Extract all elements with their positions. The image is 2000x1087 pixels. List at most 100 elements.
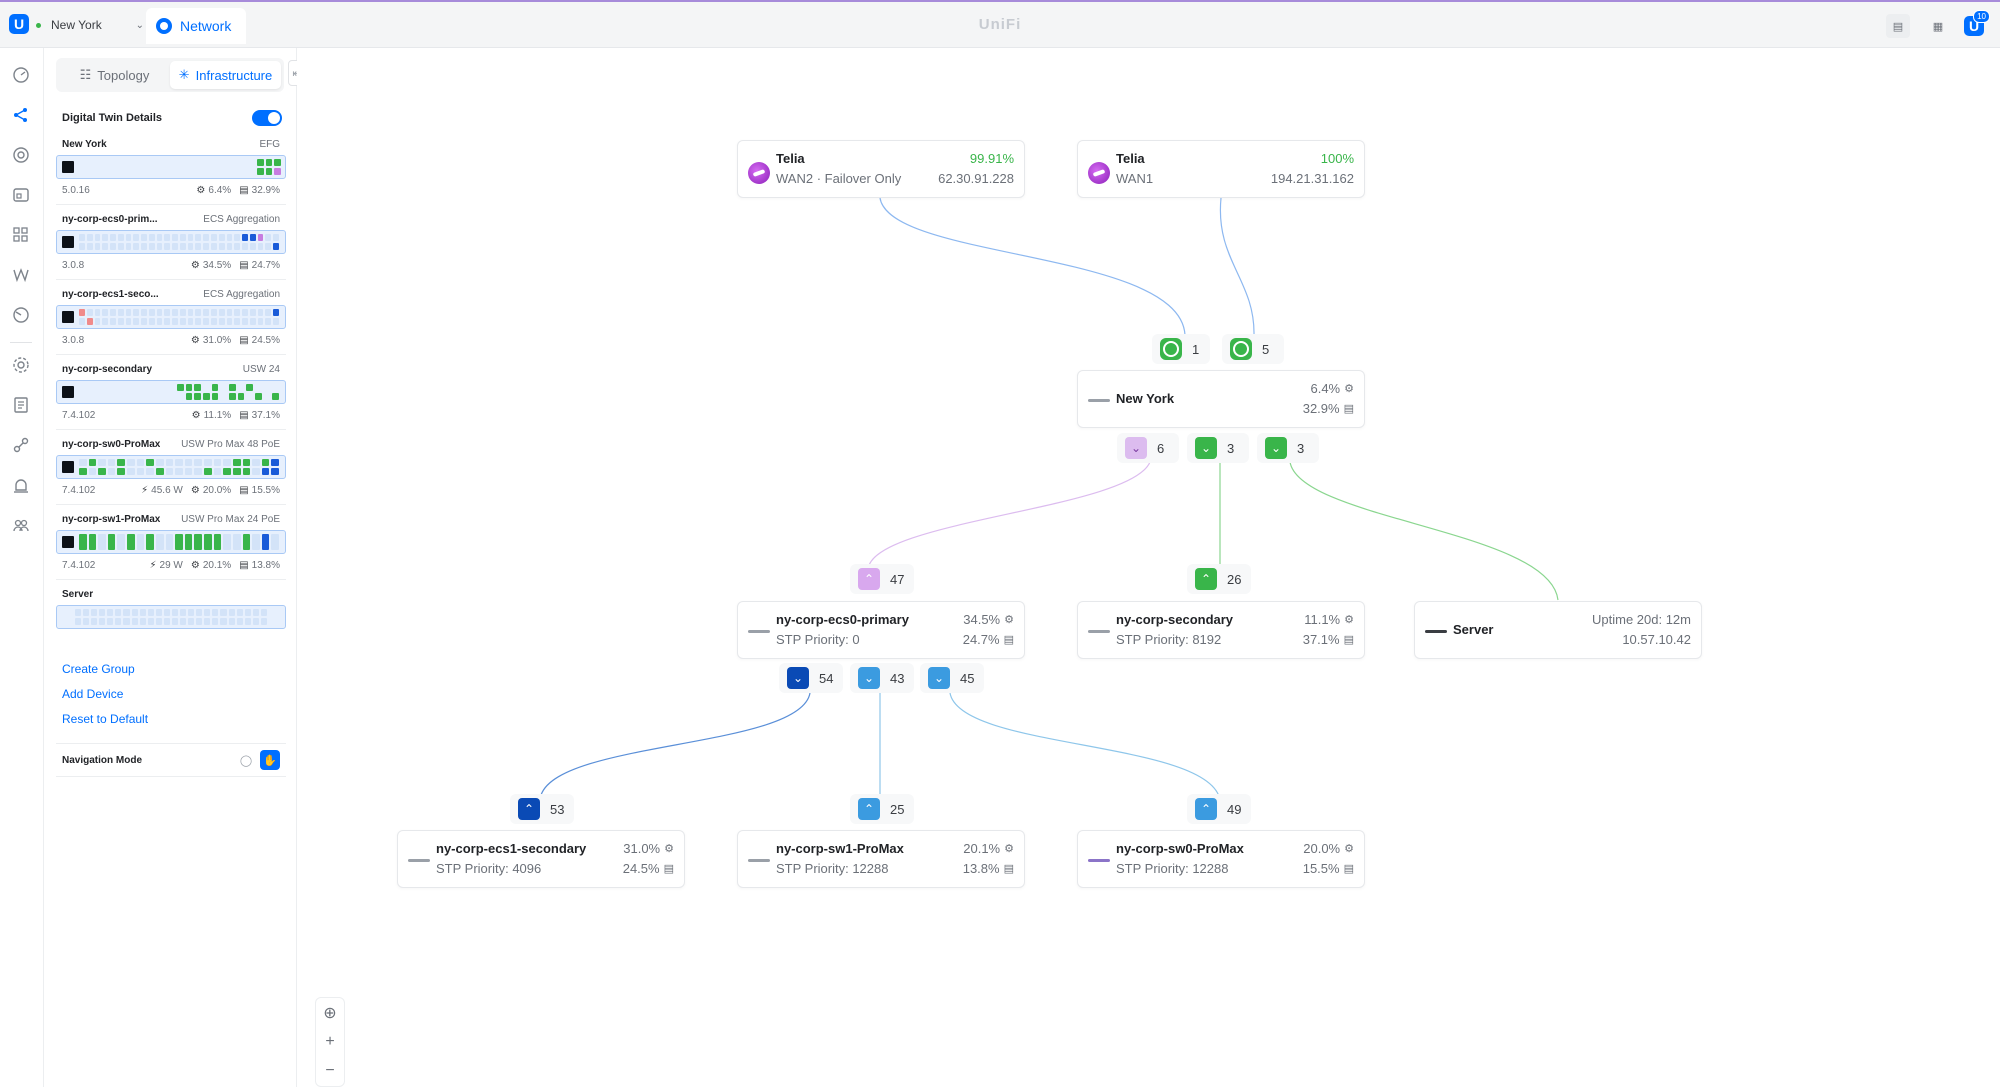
chevron-down-icon: ⌄ bbox=[858, 667, 880, 689]
port-grid bbox=[257, 159, 281, 175]
zoom-out-icon[interactable]: − bbox=[325, 1062, 335, 1079]
ecs0-port-45[interactable]: ⌄45 bbox=[928, 663, 974, 693]
device-mem: 24.7% bbox=[962, 632, 1000, 647]
logs-icon[interactable] bbox=[10, 394, 32, 416]
gateway-port-green-a[interactable]: ⌄3 bbox=[1195, 433, 1234, 463]
grid-apps-icon[interactable] bbox=[10, 224, 32, 246]
ecs1-uplink-port[interactable]: ⌃53 bbox=[518, 794, 564, 824]
device-name: ny-corp-ecs0-primary bbox=[776, 612, 909, 627]
wan-isp-name: Telia bbox=[1116, 151, 1145, 166]
device-name: New York bbox=[62, 138, 107, 150]
device-port-map[interactable] bbox=[56, 530, 286, 554]
device-version: 5.0.16 bbox=[62, 184, 90, 196]
apps-icon[interactable]: ▦ bbox=[1932, 20, 1944, 33]
device-port-map[interactable] bbox=[56, 455, 286, 479]
add-device-link[interactable]: Add Device bbox=[62, 687, 124, 701]
server-card[interactable]: Server Uptime 20d: 12m 10.57.10.42 bbox=[1414, 601, 1702, 659]
power-bolt-icon: ⚡ bbox=[149, 559, 157, 571]
topology-canvas[interactable] bbox=[297, 48, 2000, 1087]
gateway-card[interactable]: New York 6.4%⚙ 32.9%▤ bbox=[1077, 370, 1365, 428]
device-console-port bbox=[62, 461, 74, 473]
sw0-card[interactable]: ny-corp-sw0-ProMax STP Priority: 12288 2… bbox=[1077, 830, 1365, 888]
console-icon[interactable]: ▤ bbox=[1886, 14, 1910, 38]
reset-default-link[interactable]: Reset to Default bbox=[62, 712, 149, 726]
tab-infrastructure[interactable]: ✳ Infrastructure bbox=[170, 61, 281, 89]
settings-gear-icon[interactable] bbox=[10, 354, 32, 376]
ecs0-port-54[interactable]: ⌄54 bbox=[787, 663, 833, 693]
power-bolt-icon: ⚡ bbox=[141, 484, 149, 496]
tab-topology[interactable]: ☷ Topology bbox=[59, 61, 170, 89]
rail-divider bbox=[10, 342, 32, 343]
port-grid bbox=[79, 234, 279, 250]
secondary-card[interactable]: ny-corp-secondary STP Priority: 8192 11.… bbox=[1077, 601, 1365, 659]
port-grid bbox=[177, 384, 279, 400]
device-port-map[interactable] bbox=[56, 605, 286, 629]
memory-icon: ▤ bbox=[239, 559, 249, 571]
ecs0-uplink-port[interactable]: ⌃47 bbox=[858, 564, 904, 594]
gateway-wan2-port[interactable]: 1 bbox=[1160, 334, 1199, 364]
create-group-link[interactable]: Create Group bbox=[62, 662, 135, 676]
device-port-map[interactable] bbox=[56, 305, 286, 329]
ecs0-card[interactable]: ny-corp-ecs0-primary STP Priority: 0 34.… bbox=[737, 601, 1025, 659]
device-cpu: 34.5% bbox=[202, 259, 232, 271]
sw0-uplink-port[interactable]: ⌃49 bbox=[1195, 794, 1241, 824]
memory-icon: ▤ bbox=[1343, 634, 1354, 646]
device-port-map[interactable] bbox=[56, 380, 286, 404]
recenter-icon[interactable]: ⊕ bbox=[323, 1005, 337, 1022]
app-tab-label: Network bbox=[180, 18, 232, 34]
tab-topology-label: Topology bbox=[97, 67, 150, 83]
integrations-icon[interactable] bbox=[10, 434, 32, 456]
cpu-icon: ⚙ bbox=[190, 559, 200, 571]
gateway-wan1-port[interactable]: 5 bbox=[1230, 334, 1269, 364]
radar-icon[interactable] bbox=[10, 304, 32, 326]
device-cpu: 20.0% bbox=[202, 484, 232, 496]
wan1-card[interactable]: Telia WAN1 100% 194.21.31.162 bbox=[1077, 140, 1365, 198]
topology-icon[interactable] bbox=[10, 104, 32, 126]
ports-icon[interactable] bbox=[10, 184, 32, 206]
user-avatar[interactable]: U 10 bbox=[1962, 10, 1990, 38]
alarm-icon[interactable] bbox=[10, 474, 32, 496]
device-port-map[interactable] bbox=[56, 230, 286, 254]
ecs1-card[interactable]: ny-corp-ecs1-secondary STP Priority: 409… bbox=[397, 830, 685, 888]
site-name: New York bbox=[51, 18, 102, 32]
divider bbox=[56, 429, 286, 430]
zoom-in-icon[interactable]: + bbox=[325, 1033, 335, 1050]
device-console-port bbox=[62, 161, 74, 173]
device-card-ecs1[interactable]: ny-corp-ecs1-seco...ECS Aggregation 3.0.… bbox=[56, 286, 286, 355]
memory-icon: ▤ bbox=[239, 484, 249, 496]
gateway-port-purple[interactable]: ⌄6 bbox=[1125, 433, 1164, 463]
device-card-server[interactable]: Server bbox=[56, 586, 286, 629]
dashboard-icon[interactable] bbox=[10, 64, 32, 86]
digital-twin-label: Digital Twin Details bbox=[62, 112, 163, 124]
device-name: Server bbox=[62, 588, 94, 600]
site-selector[interactable]: New York ⌄ bbox=[34, 12, 144, 38]
client-devices-icon[interactable] bbox=[10, 144, 32, 166]
ecs0-port-43[interactable]: ⌄43 bbox=[858, 663, 904, 693]
insights-icon[interactable] bbox=[10, 264, 32, 286]
sw1-uplink-port[interactable]: ⌃25 bbox=[858, 794, 904, 824]
device-card-ecs0[interactable]: ny-corp-ecs0-prim...ECS Aggregation 3.0.… bbox=[56, 211, 286, 280]
port-grid bbox=[79, 534, 279, 550]
top-bar: U New York ⌄ Network UniFi ▤ ▦ U 10 bbox=[0, 2, 2000, 48]
gateway-name: New York bbox=[1116, 391, 1175, 406]
sw1-card[interactable]: ny-corp-sw1-ProMax STP Priority: 12288 2… bbox=[737, 830, 1025, 888]
wan-ip: 194.21.31.162 bbox=[1270, 171, 1354, 186]
device-port-map[interactable] bbox=[56, 155, 286, 179]
wan-isp-name: Telia bbox=[776, 151, 805, 166]
digital-twin-toggle[interactable] bbox=[252, 110, 282, 126]
switch-device-icon bbox=[1088, 630, 1110, 633]
device-name: ny-corp-sw1-ProMax bbox=[62, 513, 161, 525]
gateway-port-green-b[interactable]: ⌄3 bbox=[1265, 433, 1304, 463]
users-icon[interactable] bbox=[10, 514, 32, 536]
app-tab-network[interactable]: Network bbox=[146, 8, 246, 44]
unifi-logo-icon[interactable]: U bbox=[9, 14, 29, 34]
wan2-card[interactable]: Telia WAN2 · Failover Only 99.91% 62.30.… bbox=[737, 140, 1025, 198]
pointer-mode-icon[interactable]: ◯ bbox=[239, 754, 253, 767]
secondary-uplink-port[interactable]: ⌃26 bbox=[1195, 564, 1241, 594]
tab-infrastructure-label: Infrastructure bbox=[195, 67, 273, 83]
hand-mode-icon[interactable]: ✋ bbox=[260, 750, 280, 770]
